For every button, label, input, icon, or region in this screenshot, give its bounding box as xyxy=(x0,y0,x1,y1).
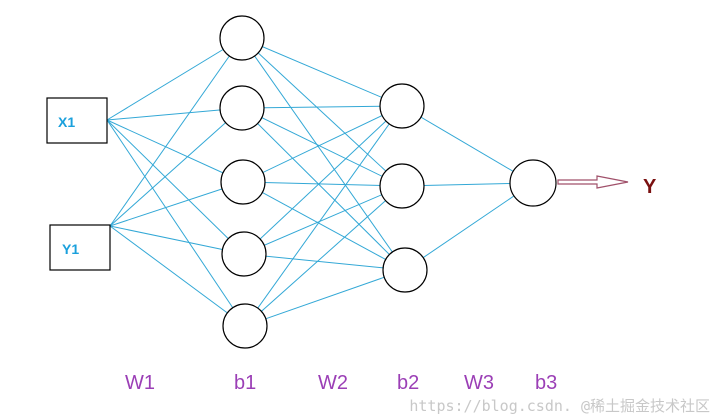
edge-in0-h1n4 xyxy=(106,119,246,327)
edge-in0-h1n0 xyxy=(106,37,243,121)
edge-h1n0-h2n2 xyxy=(241,37,406,271)
layer-label-b2: b2 xyxy=(397,372,420,394)
edge-h1n0-h2n1 xyxy=(241,37,403,187)
edge-h1n4-h2n2 xyxy=(244,269,406,327)
edge-in1-h1n2 xyxy=(109,181,244,227)
layer-label-w1: W1 xyxy=(125,372,155,394)
edge-h2n2-out xyxy=(404,182,534,271)
edge-h1n4-h2n0 xyxy=(244,105,403,327)
edge-in1-h1n3 xyxy=(109,225,245,255)
output-label: Y xyxy=(643,176,657,198)
input-label-y1: Y1 xyxy=(62,241,80,257)
edge-h1n4-h2n1 xyxy=(244,185,403,327)
neuron-output xyxy=(509,159,557,207)
edge-h1n2-h2n2 xyxy=(242,181,406,271)
neurons xyxy=(219,15,557,349)
edge-h1n3-h2n1 xyxy=(243,185,403,255)
neuron-layer1-5 xyxy=(222,303,268,349)
watermark: https://blog.csdn. @稀土掘金技术社区 xyxy=(409,397,710,415)
edge-in1-h1n4 xyxy=(109,225,246,327)
neuron-layer1-1 xyxy=(219,15,265,61)
neuron-layer2-3 xyxy=(382,247,428,293)
edge-in0-h1n2 xyxy=(106,119,244,183)
neuron-layer1-3 xyxy=(220,159,266,205)
edge-h1n2-h2n1 xyxy=(242,181,403,187)
edge-h1n3-h2n2 xyxy=(243,253,406,271)
input-box-y1 xyxy=(49,224,111,271)
edge-h2n0-out xyxy=(401,105,534,184)
edge-h1n3-h2n0 xyxy=(243,105,403,255)
layer-label-b1: b1 xyxy=(234,372,257,394)
connections xyxy=(106,37,534,327)
layer-label-w3: W3 xyxy=(464,372,494,394)
edge-h1n1-h2n0 xyxy=(241,105,403,109)
edge-in1-h1n0 xyxy=(109,37,243,227)
input-label-x1: X1 xyxy=(58,114,76,130)
edge-h1n0-h2n0 xyxy=(241,37,403,107)
edge-in0-h1n3 xyxy=(106,119,245,255)
neuron-layer1-4 xyxy=(221,231,267,277)
layer-label-b3: b3 xyxy=(535,372,558,394)
input-box-x1 xyxy=(46,97,108,144)
neuron-layer1-2 xyxy=(219,85,265,131)
neuron-layer2-2 xyxy=(379,163,425,209)
layer-label-w2: W2 xyxy=(318,372,348,394)
edge-in1-h1n1 xyxy=(109,107,243,227)
edge-h1n1-h2n1 xyxy=(241,107,403,187)
edge-h1n1-h2n2 xyxy=(241,107,406,271)
output-arrow xyxy=(557,175,629,189)
neuron-layer2-1 xyxy=(379,83,425,129)
edge-h1n2-h2n0 xyxy=(242,105,403,183)
